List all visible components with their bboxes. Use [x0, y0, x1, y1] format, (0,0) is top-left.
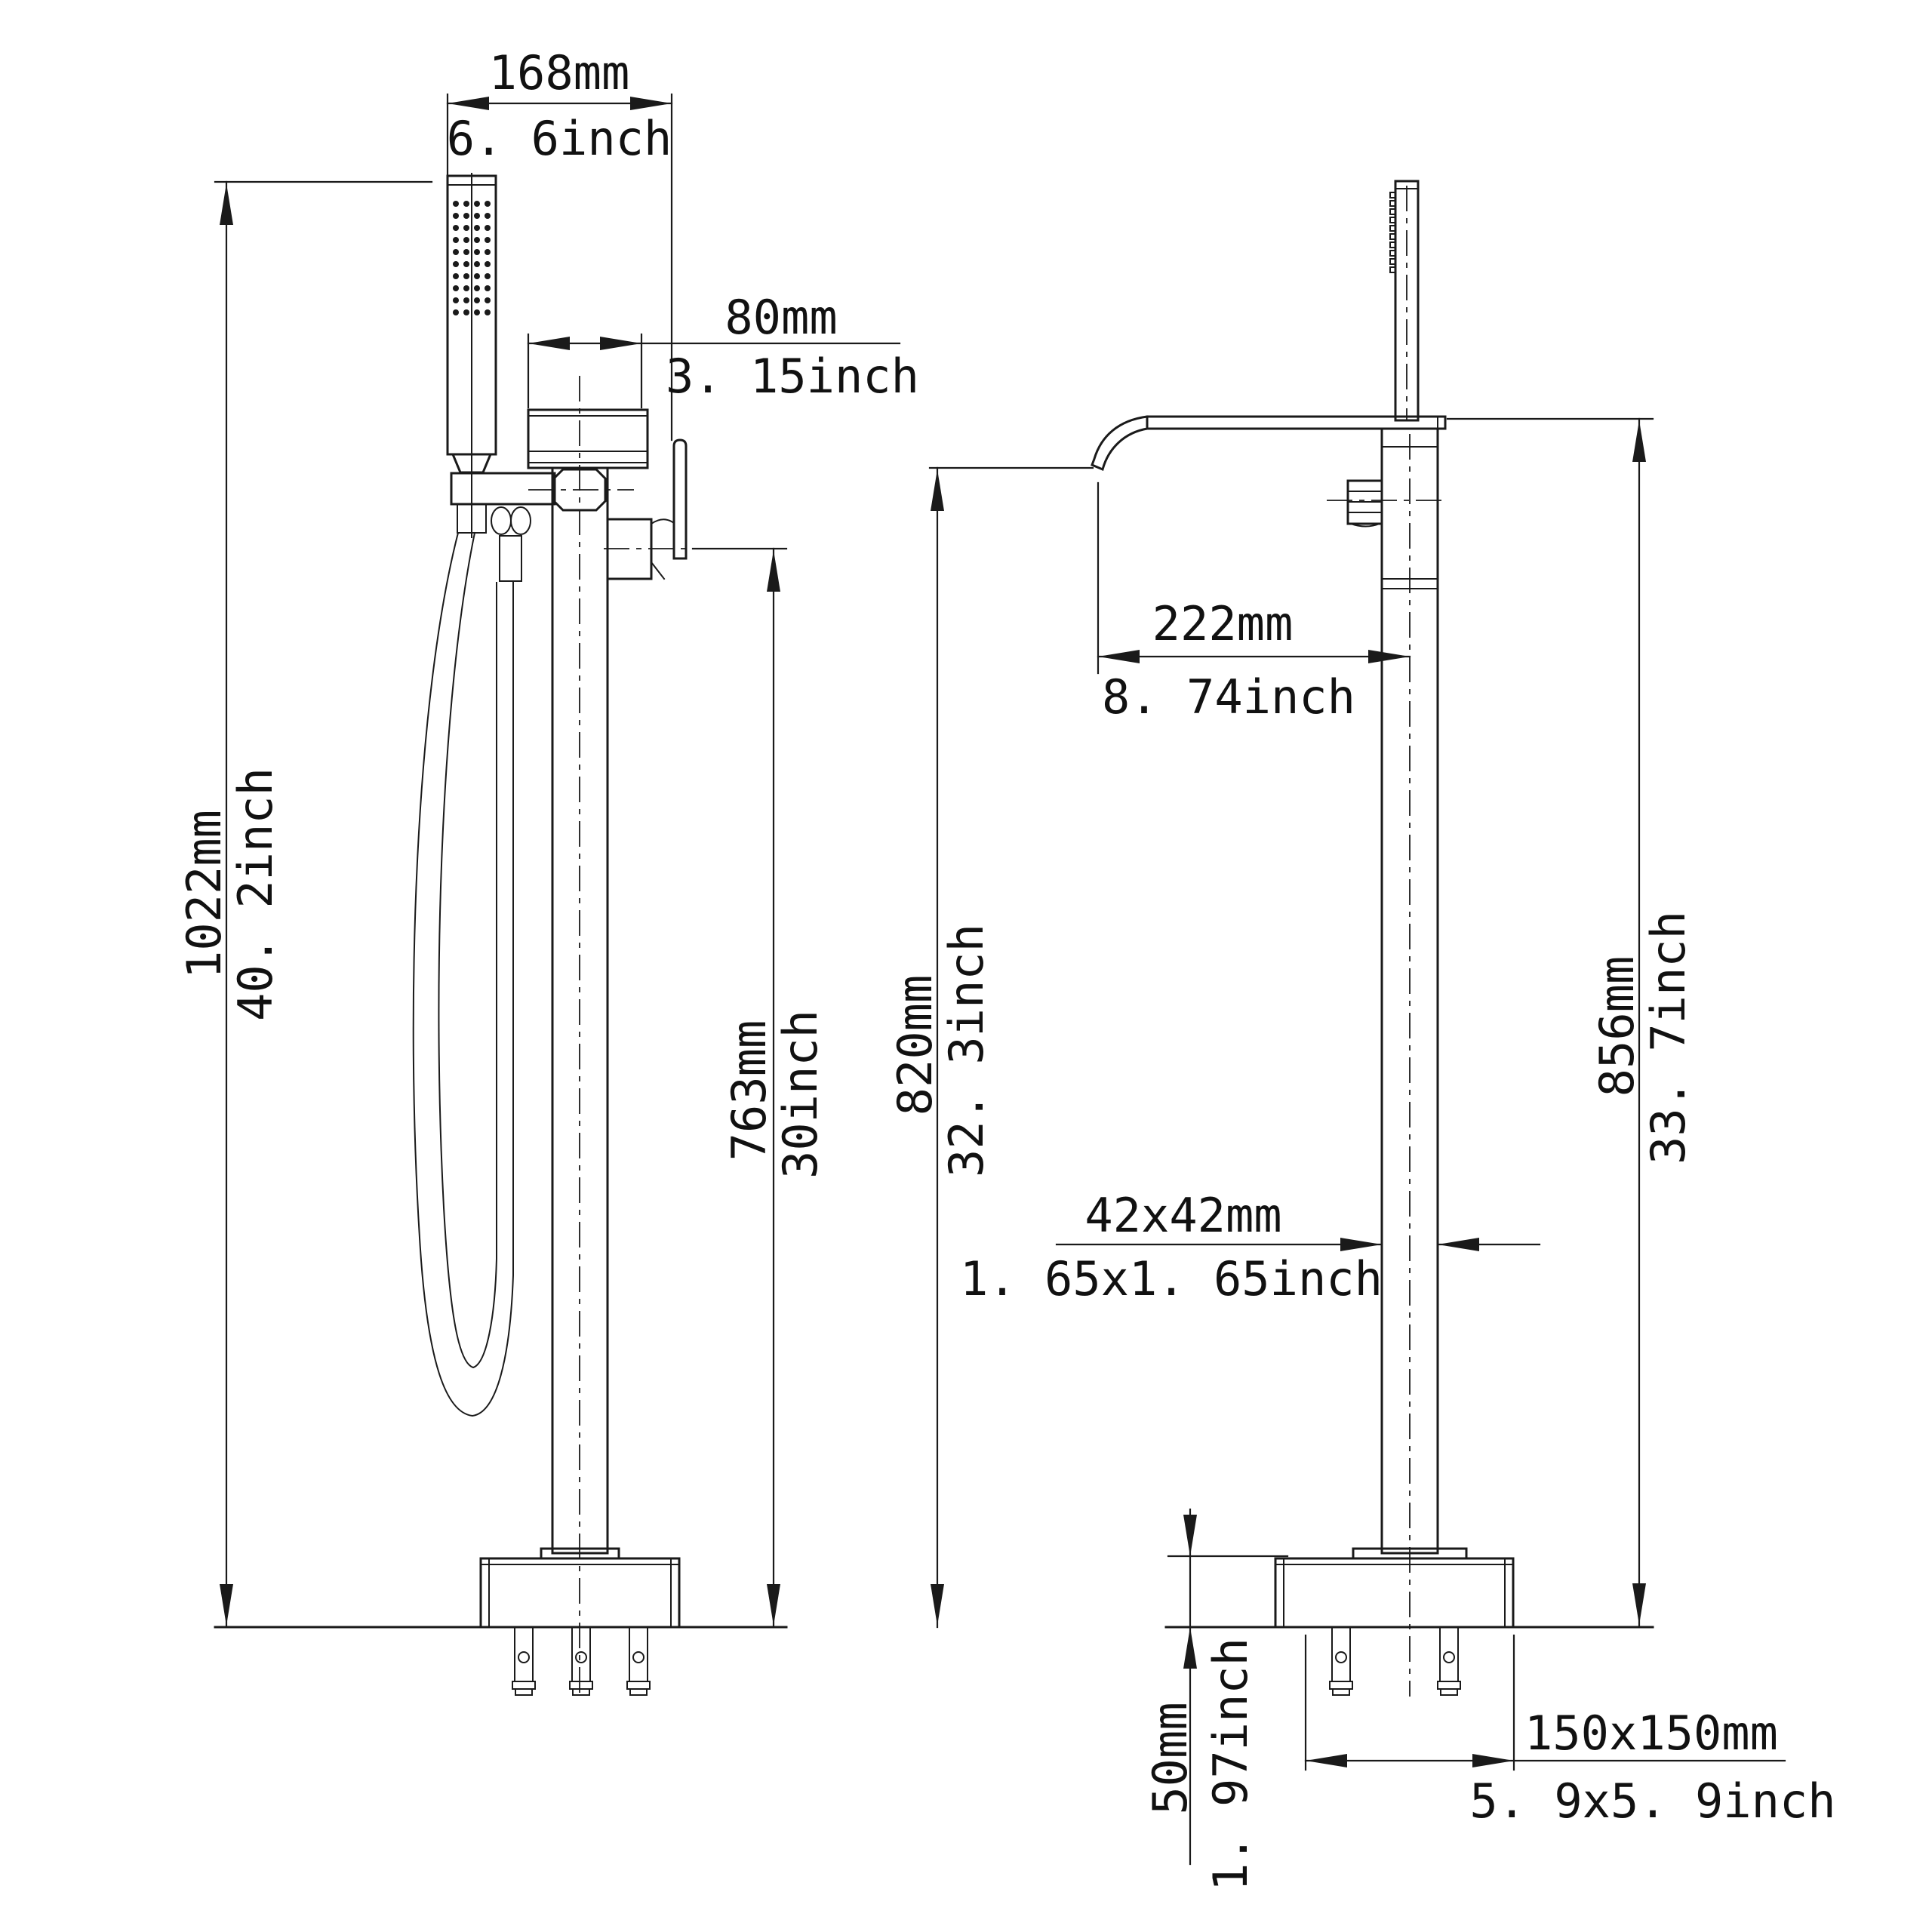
- anchor-bolt: [1329, 1626, 1353, 1696]
- wand-nozzle-serrations: [1389, 192, 1396, 273]
- dim-150x150mm: 150x150mm 5. 9x5. 9inch: [1304, 1634, 1836, 1829]
- valve-slant-edge: [650, 561, 666, 580]
- hose-outer-line: [412, 531, 514, 1417]
- left-base: [479, 1557, 681, 1696]
- dim-820mm: 820mm 32. 3inch: [888, 466, 1094, 1629]
- dim-50mm-label: 50mm: [1143, 1702, 1198, 1814]
- spout-curve: [1091, 415, 1149, 472]
- spout-block: [527, 408, 649, 469]
- dim-80mm: 80mm 3. 15inch: [527, 290, 919, 409]
- wand-body: [1394, 180, 1420, 422]
- dim-856mm-label: 856mm: [1589, 956, 1644, 1097]
- valve-body: [606, 518, 653, 580]
- dim-222mm-label: 222mm: [1152, 596, 1294, 651]
- handshower-wand-front: [1389, 180, 1420, 422]
- dim-1.97inch-label: 1. 97inch: [1203, 1638, 1258, 1891]
- dim-30inch-label: 30inch: [773, 1010, 828, 1179]
- dim-50mm: 50mm 1. 97inch: [1143, 1508, 1289, 1891]
- dim-42x42mm-label: 42x42mm: [1084, 1188, 1281, 1243]
- left-faucet-body: [527, 408, 688, 1560]
- diverter-knob: [1346, 479, 1383, 528]
- left-view-side: [214, 173, 788, 1697]
- left-column: [551, 466, 609, 1555]
- dim-856mm: 856mm 33. 7inch: [1446, 417, 1696, 1628]
- handshower-head: [446, 174, 497, 474]
- dim-1022mm-label: 1022mm: [177, 810, 232, 979]
- dim-6.6inch-label: 6. 6inch: [447, 111, 672, 166]
- dim-40.2inch-label: 40. 2inch: [228, 768, 283, 1021]
- dim-763mm: 763mm 30inch: [691, 547, 828, 1629]
- handle-lever-blade: [672, 438, 688, 560]
- dim-3.15inch-label: 3. 15inch: [666, 349, 919, 404]
- right-base: [1274, 1557, 1515, 1696]
- supply-nut-right: [510, 506, 531, 535]
- right-column: [1346, 427, 1468, 1560]
- dim-168mm-label: 168mm: [489, 45, 630, 100]
- handshower-spray-dots: [453, 201, 491, 315]
- dim-42x42mm: 42x42mm 1. 65x1. 65inch: [960, 1188, 1541, 1306]
- dim-1022mm: 1022mm 40. 2inch: [177, 180, 433, 1629]
- waterfall-spout: [1091, 415, 1447, 472]
- dim-32.3inch-label: 32. 3inch: [939, 924, 994, 1177]
- anchor-bolt: [512, 1626, 536, 1696]
- dim-8.74inch-label: 8. 74inch: [1102, 669, 1355, 724]
- spout-top-plate: [1146, 415, 1447, 430]
- dim-168mm: 168mm 6. 6inch: [447, 45, 673, 441]
- dim-763mm-label: 763mm: [721, 1020, 777, 1161]
- hose-inner-line: [438, 531, 497, 1369]
- dim-5.9x5.9inch-label: 5. 9x5. 9inch: [1469, 1774, 1835, 1829]
- supply-tube: [499, 535, 522, 582]
- handshower-hose: [412, 531, 514, 1417]
- anchor-bolt: [1437, 1626, 1461, 1696]
- dim-80mm-label: 80mm: [724, 290, 837, 345]
- right-column-body: [1380, 427, 1439, 1555]
- swivel-joint-octagon: [552, 468, 607, 512]
- dim-222mm: 222mm 8. 74inch: [1097, 481, 1411, 724]
- anchor-bolt: [626, 1626, 651, 1696]
- right-base-body: [1274, 1557, 1515, 1629]
- hose-nut: [457, 503, 487, 534]
- anchor-bolt: [569, 1626, 593, 1696]
- dim-820mm-label: 820mm: [888, 975, 943, 1116]
- dim-150x150mm-label: 150x150mm: [1524, 1706, 1778, 1761]
- right-view-front: [1091, 180, 1654, 1697]
- handle-neck: [650, 518, 675, 525]
- supply-nut-left: [491, 506, 512, 535]
- dim-1.65x1.65inch-label: 1. 65x1. 65inch: [960, 1251, 1383, 1306]
- holder-arm: [450, 472, 556, 506]
- dim-33.7inch-label: 33. 7inch: [1641, 911, 1696, 1164]
